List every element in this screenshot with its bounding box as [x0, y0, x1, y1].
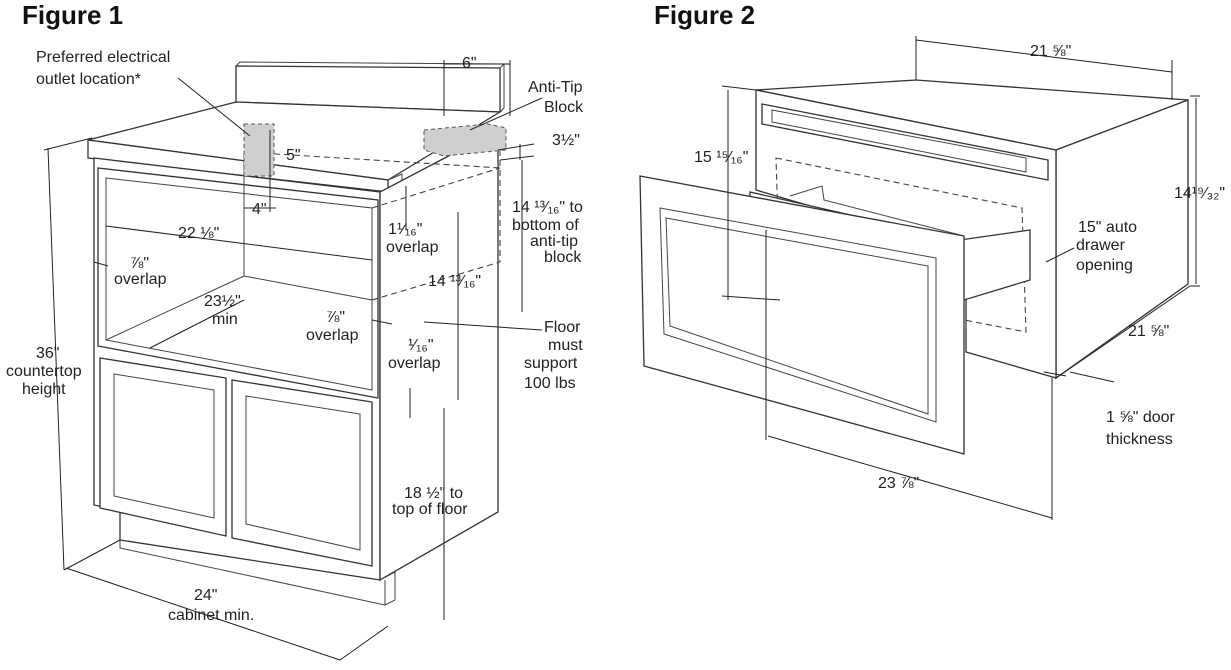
label-to-antitip-line3: anti-tip [530, 233, 578, 250]
label-door-line1: 1 ⅝" door [1106, 409, 1176, 426]
label-depth: 21 ⅝" [1128, 323, 1169, 340]
label-floor-line3: support [524, 355, 578, 372]
figure-2: Figure 2 21 ⅝" 15 ¹⁵⁄₁₆" 14¹⁹⁄₃₂" 15" au… [639, 0, 1225, 520]
outlet-location [243, 123, 275, 177]
label-antitip-line1: Anti-Tip [528, 79, 583, 96]
label-top-width: 21 ⅝" [1030, 43, 1071, 60]
figure-1: Figure 1 [6, 0, 584, 661]
label-four-inch: 4" [252, 201, 267, 218]
figure-2-title: Figure 2 [654, 0, 755, 30]
label-countertop-line2: countertop [6, 363, 82, 380]
label-cabinet-line1: 24" [194, 587, 217, 604]
label-to-antitip-line1: 14 ¹³⁄₁₆" to [512, 199, 583, 216]
figure-1-title: Figure 1 [22, 0, 123, 30]
label-top-overlap-b: overlap [386, 239, 439, 256]
label-bottom-overlap-b: overlap [388, 355, 441, 372]
label-to-antitip-line2: bottom of [512, 217, 579, 234]
label-width-22: 22 ⅛" [178, 225, 219, 242]
label-front-width: 23 ⅞" [878, 475, 919, 492]
label-height-14: 14 ¹³⁄₁₆" [428, 273, 481, 290]
label-right-overlap-a: ⅞" [326, 309, 345, 326]
label-drawer-line2: drawer [1076, 237, 1126, 254]
label-three-half: 3½" [552, 132, 580, 149]
label-drawer-line3: opening [1076, 257, 1133, 274]
anti-tip-block [423, 123, 507, 157]
label-left-overlap-a: ⅞" [130, 255, 149, 272]
label-to-antitip-line4: block [544, 249, 582, 266]
label-top-overlap-a: 1¹⁄₁₆" [388, 221, 422, 238]
label-five-inch: 5" [286, 147, 301, 164]
label-outlet-line2: outlet location* [36, 71, 141, 88]
cabinet-door-left [99, 357, 227, 537]
label-front-height: 15 ¹⁵⁄₁₆" [694, 149, 748, 166]
label-floor-line4: 100 lbs [524, 375, 576, 392]
label-floor-height-line2: top of floor [392, 501, 468, 518]
label-bottom-overlap-a: ¹⁄₁₆" [408, 337, 434, 354]
label-cabinet-line2: cabinet min. [168, 607, 254, 624]
label-outlet-line1: Preferred electrical [36, 49, 170, 66]
label-right-overlap-b: overlap [306, 327, 359, 344]
label-door-line2: thickness [1106, 431, 1173, 448]
label-antitip-line2: Block [544, 99, 584, 116]
label-overall-height: 14¹⁹⁄₃₂" [1174, 185, 1225, 202]
control-panel [761, 103, 1049, 181]
oven-opening [97, 167, 379, 399]
label-floor-line2: must [548, 337, 583, 354]
label-countertop-line1: 36" [36, 345, 59, 362]
label-left-overlap-b: overlap [114, 271, 167, 288]
cabinet-door-right [231, 379, 373, 567]
label-depth-23-a: 23½" [204, 293, 241, 310]
label-countertop-line3: height [22, 381, 66, 398]
label-floor-line1: Floor [544, 319, 581, 336]
label-drawer-line1: 15" auto [1078, 219, 1137, 236]
drawer-door [639, 175, 965, 455]
label-depth-23-b: min [212, 311, 238, 328]
label-six-inch: 6" [462, 55, 477, 72]
label-floor-height-line1: 18 ½" to [404, 485, 463, 502]
